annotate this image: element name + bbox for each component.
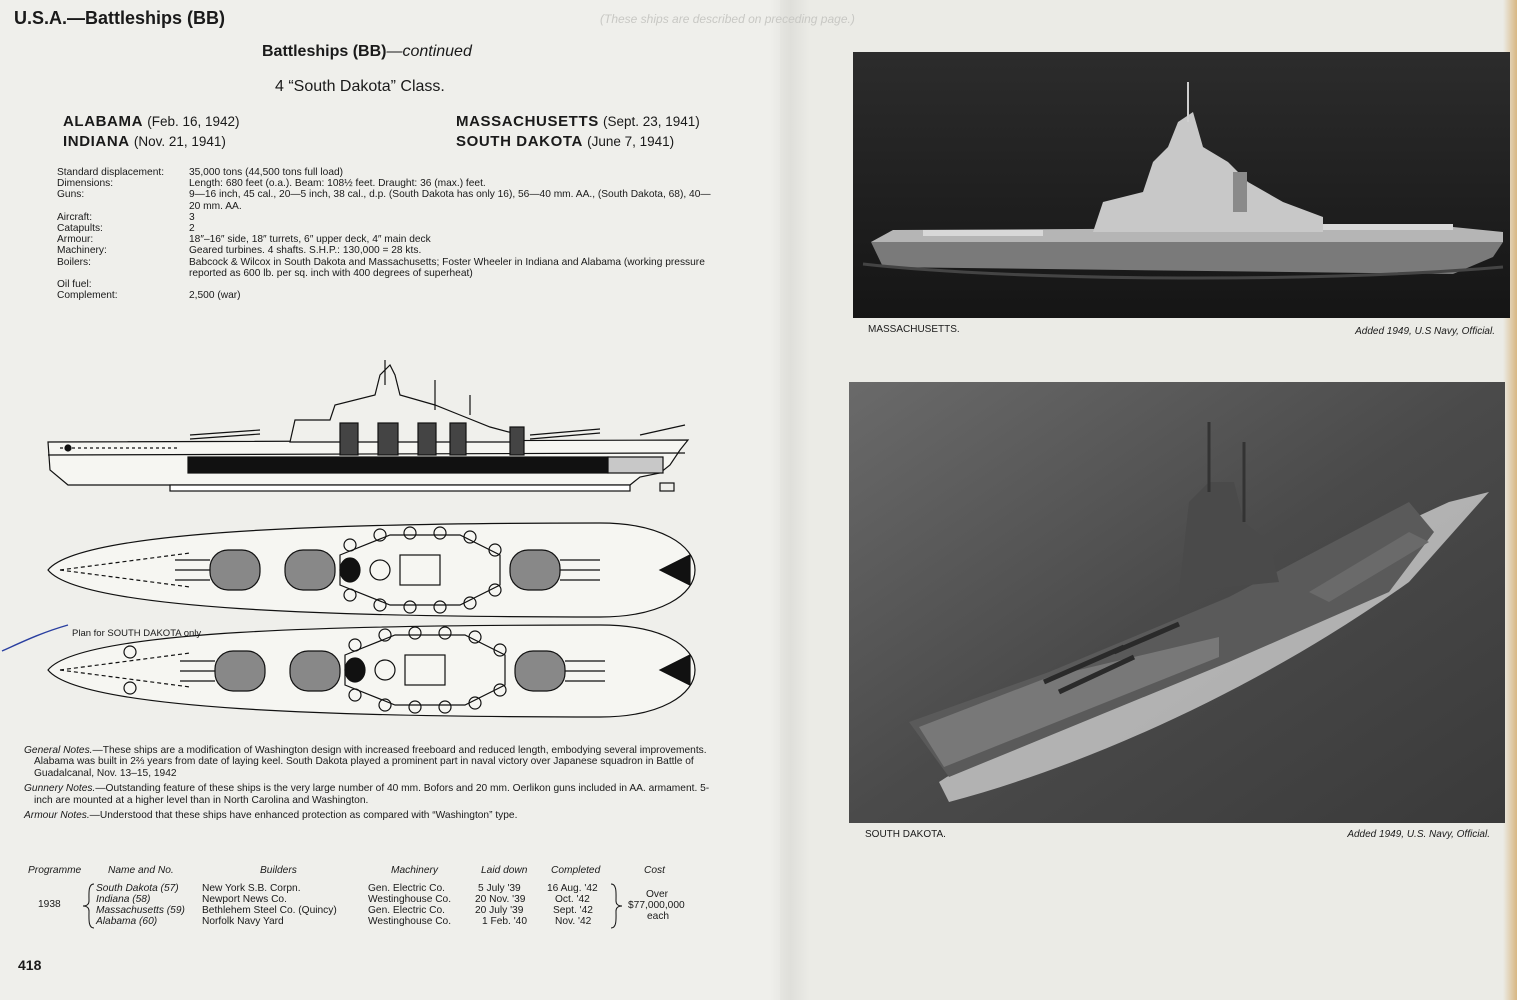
ship-name-massachusetts: MASSACHUSETTS (Sept. 23, 1941) (456, 113, 700, 130)
photo-caption: MASSACHUSETTS. (868, 324, 960, 335)
section-heading: Battleships (BB)—continued (262, 43, 472, 60)
programme-year: 1938 (38, 899, 61, 910)
spec-row: Complement:2,500 (war) (57, 290, 241, 302)
photo-south-dakota (849, 382, 1505, 823)
deck-plan-drawing (47, 522, 696, 618)
photo-credit: Added 1949, U.S. Navy, Official. (1347, 829, 1490, 840)
ship-name-south-dakota: SOUTH DAKOTA (June 7, 1941) (456, 133, 675, 150)
spec-row: Guns:9—16 inch, 45 cal., 20—5 inch, 38 c… (57, 189, 711, 212)
pen-mark (1, 624, 69, 652)
ship-photo-image (853, 52, 1510, 318)
table-header: Laid down (481, 865, 528, 876)
spec-row: Oil fuel: (57, 279, 92, 291)
spec-row: Boilers:Babcock & Wilcox in South Dakota… (57, 256, 705, 279)
cost-line: each (647, 911, 670, 922)
table-header: Programme (28, 865, 82, 876)
page-number: 418 (18, 957, 42, 973)
cost-line: $77,000,000 (628, 900, 685, 911)
right-brace (610, 883, 623, 929)
left-page (0, 0, 780, 1000)
profile-drawing (47, 360, 690, 492)
ship-line-drawings (47, 360, 696, 718)
photo-credit: Added 1949, U.S Navy, Official. (1355, 326, 1495, 337)
left-brace (82, 883, 95, 929)
table-header: Completed (551, 865, 601, 876)
table-header: Cost (644, 865, 665, 876)
table-header: Machinery (391, 865, 438, 876)
spec-row: Dimensions:Length: 680 feet (o.a.). Beam… (57, 178, 486, 190)
armour-notes: Armour Notes.—Understood that these ship… (24, 810, 518, 822)
gunnery-notes: Gunnery Notes.—Outstanding feature of th… (24, 783, 710, 806)
table-header: Builders (260, 865, 297, 876)
ship-name-alabama: ALABAMA (Feb. 16, 1942) (63, 113, 240, 130)
spec-row: Machinery:Geared turbines. 4 shafts. S.H… (57, 245, 422, 257)
plan-caption: Plan for SOUTH DAKOTA only (72, 628, 202, 639)
general-notes: General Notes.—These ships are a modific… (24, 745, 707, 779)
class-heading: 4 “South Dakota” Class. (275, 78, 445, 95)
running-head: U.S.A.—Battleships (BB) (14, 8, 226, 28)
photo-caption: SOUTH DAKOTA. (865, 829, 946, 840)
show-through-text: (These ships are described on preceding … (600, 12, 855, 26)
notes-block: General Notes.—These ships are a modific… (24, 745, 724, 825)
spec-row: Standard displacement:35,000 tons (44,50… (57, 167, 344, 178)
table-header: Name and No. (108, 865, 174, 876)
ship-photo-image (849, 382, 1505, 823)
spec-row: Catapults:2 (57, 223, 195, 235)
specifications-block: Standard displacement:35,000 tons (44,50… (57, 167, 717, 301)
ship-name-indiana: INDIANA (Nov. 21, 1941) (63, 133, 226, 150)
deck-plan-drawing-south-dakota (47, 624, 696, 718)
spec-row: Armour:18″–16″ side, 18″ turrets, 6″ upp… (57, 234, 431, 246)
cost-line: Over (646, 889, 669, 900)
photo-massachusetts (853, 52, 1510, 318)
spec-row: Aircraft:3 (57, 211, 195, 223)
book-gutter (770, 0, 810, 1000)
